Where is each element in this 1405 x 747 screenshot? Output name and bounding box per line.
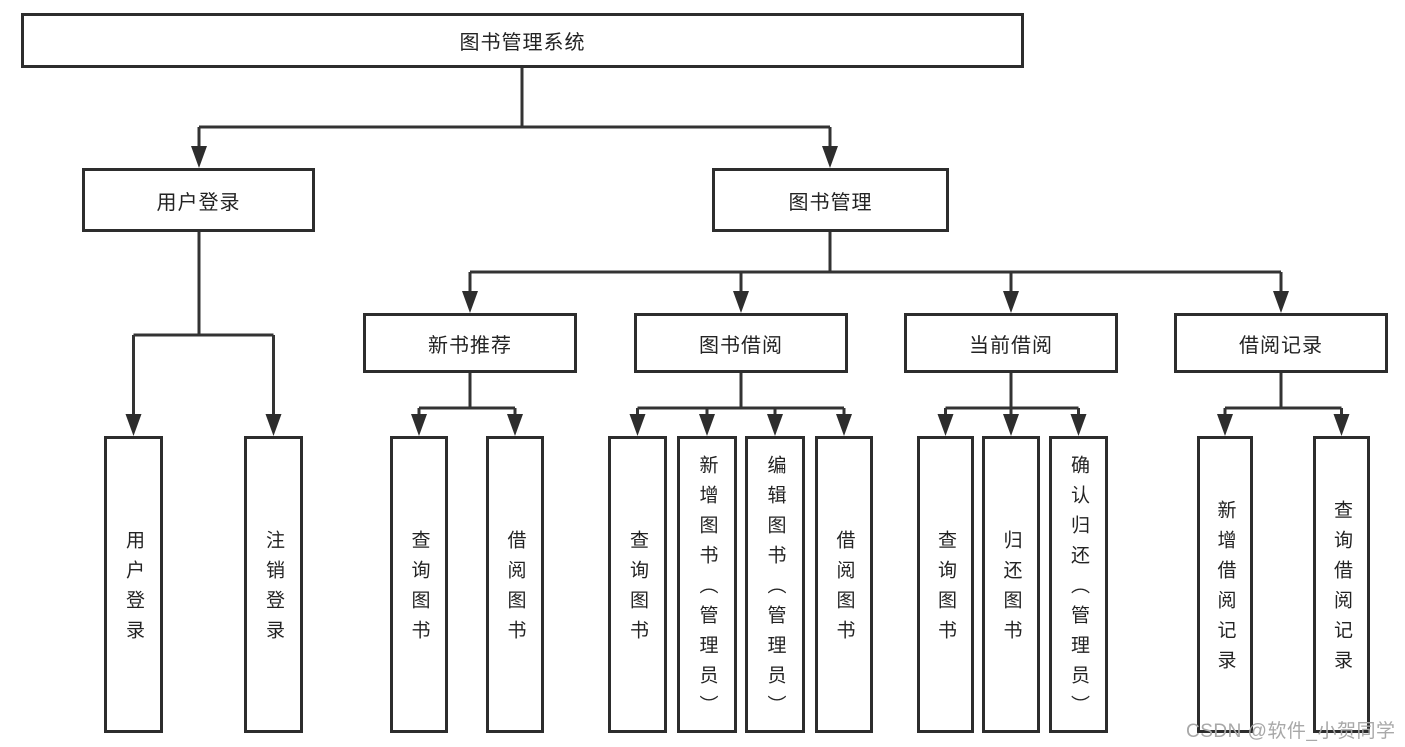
- node-label: 借阅图书: [833, 530, 855, 650]
- leaf-query-books-recommend: 查询图书: [390, 436, 448, 733]
- node-label: 查询借阅记录: [1331, 500, 1352, 680]
- node-book-management: 图书管理: [712, 168, 949, 232]
- leaf-borrow-books-recommend: 借阅图书: [486, 436, 544, 733]
- node-label: 图书借阅: [699, 334, 783, 357]
- node-label: 用户登录: [156, 191, 241, 214]
- node-label: 归还图书: [1000, 530, 1022, 650]
- node-label: 注销登录: [263, 530, 284, 650]
- node-label: 新增图书（管理员）: [696, 455, 718, 725]
- leaf-return-books: 归还图书: [982, 436, 1040, 733]
- node-label: 图书管理: [788, 191, 873, 214]
- csdn-watermark: CSDN @软件_小贺同学: [1186, 721, 1396, 742]
- node-new-book-recommendation: 新书推荐: [363, 313, 577, 373]
- node-label: 查询图书: [627, 530, 648, 650]
- leaf-borrow-books: 借阅图书: [815, 436, 873, 733]
- leaf-query-books-current: 查询图书: [917, 436, 974, 733]
- node-label: 借阅记录: [1239, 334, 1323, 357]
- node-label: 确认归还（管理员）: [1068, 455, 1089, 725]
- leaf-confirm-return-admin: 确认归还（管理员）: [1049, 436, 1108, 733]
- node-label: 用户登录: [123, 530, 144, 650]
- arrowheads: [125, 146, 1350, 436]
- node-label: 查询图书: [935, 530, 956, 650]
- node-root-library-system: 图书管理系统: [21, 13, 1024, 68]
- leaf-query-borrow-record: 查询借阅记录: [1313, 436, 1370, 733]
- leaf-add-books-admin: 新增图书（管理员）: [677, 436, 737, 733]
- node-book-borrowing: 图书借阅: [634, 313, 848, 373]
- node-label: 查询图书: [408, 530, 430, 650]
- node-label: 新书推荐: [428, 334, 512, 357]
- node-label: 新增借阅记录: [1214, 500, 1236, 680]
- node-label: 图书管理系统: [459, 32, 586, 54]
- node-label: 编辑图书（管理员）: [764, 455, 786, 725]
- node-label: 当前借阅: [969, 334, 1053, 357]
- node-user-login: 用户登录: [82, 168, 315, 232]
- leaf-logout: 注销登录: [244, 436, 303, 733]
- leaf-query-books-borrow: 查询图书: [608, 436, 667, 733]
- node-label: 借阅图书: [504, 530, 526, 650]
- leaf-edit-books-admin: 编辑图书（管理员）: [745, 436, 805, 733]
- node-current-borrowing: 当前借阅: [904, 313, 1118, 373]
- node-borrowing-records: 借阅记录: [1174, 313, 1388, 373]
- leaf-user-login: 用户登录: [104, 436, 163, 733]
- leaf-add-borrow-record: 新增借阅记录: [1197, 436, 1253, 733]
